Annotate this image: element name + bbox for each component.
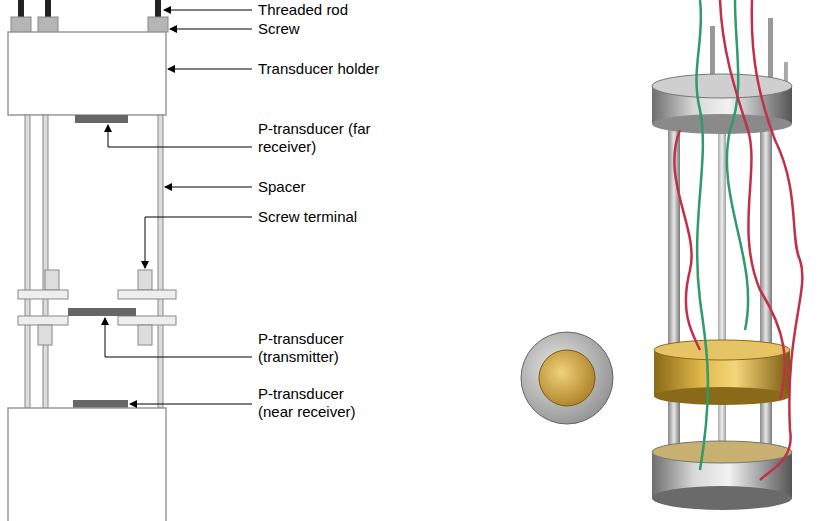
part-label: Spacer xyxy=(258,178,458,196)
part-label: P-transducer (transmitter) xyxy=(258,330,383,366)
part-label: P-transducer (near receiver) xyxy=(258,385,383,421)
part-label: Screw terminal xyxy=(258,208,458,226)
part-label: Threaded rod xyxy=(258,1,458,19)
part-label: Transducer holder xyxy=(258,60,458,78)
photo xyxy=(521,0,802,510)
schematic xyxy=(8,0,176,521)
part-label: P-transducer (far receiver) xyxy=(258,120,383,156)
part-label: Screw xyxy=(258,20,458,38)
leader-lines xyxy=(105,10,252,404)
